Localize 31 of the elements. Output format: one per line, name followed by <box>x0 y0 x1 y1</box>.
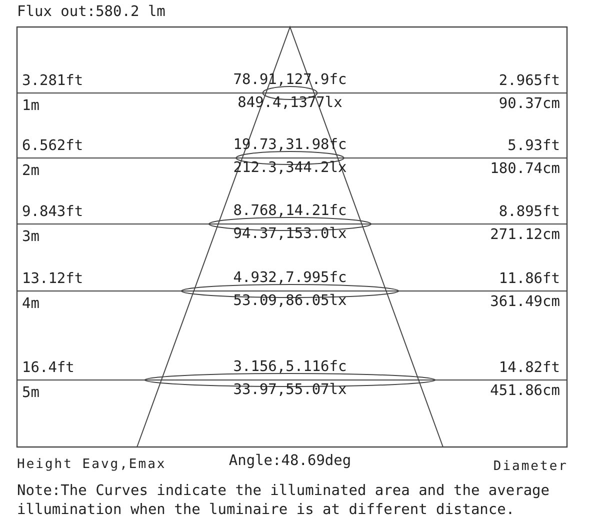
height-ft-label: 13.12ft <box>22 271 84 288</box>
column-heading: Height Eavg,Emax <box>17 456 166 473</box>
height-m-label: 5m <box>22 385 40 402</box>
diameter-ft-label: 5.93ft <box>508 138 560 155</box>
column-heading: Diameter <box>493 458 568 475</box>
diameter-cm-label: 90.37cm <box>498 96 560 113</box>
diameter-ft-label: 2.965ft <box>498 73 560 90</box>
height-ft-label: 16.4ft <box>22 360 74 377</box>
diameter-cm-label: 271.12cm <box>490 227 560 244</box>
diameter-ft-label: 8.895ft <box>498 204 560 221</box>
height-m-label: 1m <box>22 98 40 115</box>
note-text: Note:The Curves indicate the illuminated area and the average illumination when the luminaire is at different distance. <box>17 482 551 520</box>
diameter-cm-label: 451.86cm <box>490 383 560 400</box>
diameter-cm-label: 361.49cm <box>490 294 560 311</box>
height-ft-label: 9.843ft <box>22 204 84 221</box>
diameter-ft-label: 14.82ft <box>498 360 560 377</box>
height-m-label: 3m <box>22 229 40 246</box>
illuminance-fc-label: 8.768,14.21fc <box>232 203 348 220</box>
diameter-ft-label: 11.86ft <box>498 271 560 288</box>
flux-label: Flux out:580.2 lm <box>17 4 166 21</box>
diameter-cm-label: 180.74cm <box>490 161 560 178</box>
angle-label: Angle:48.69deg <box>228 453 352 470</box>
illuminance-lx-label: 94.37,153.0lx <box>232 226 348 243</box>
illuminance-fc-label: 3.156,5.116fc <box>232 359 348 376</box>
illuminance-fc-label: 4.932,7.995fc <box>232 270 348 287</box>
height-m-label: 2m <box>22 163 40 180</box>
illuminance-lx-label: 53.09,86.05lx <box>232 293 348 310</box>
height-ft-label: 6.562ft <box>22 138 84 155</box>
illuminance-lx-label: 33.97,55.07lx <box>232 382 348 399</box>
height-m-label: 4m <box>22 296 40 313</box>
height-ft-label: 3.281ft <box>22 73 84 90</box>
